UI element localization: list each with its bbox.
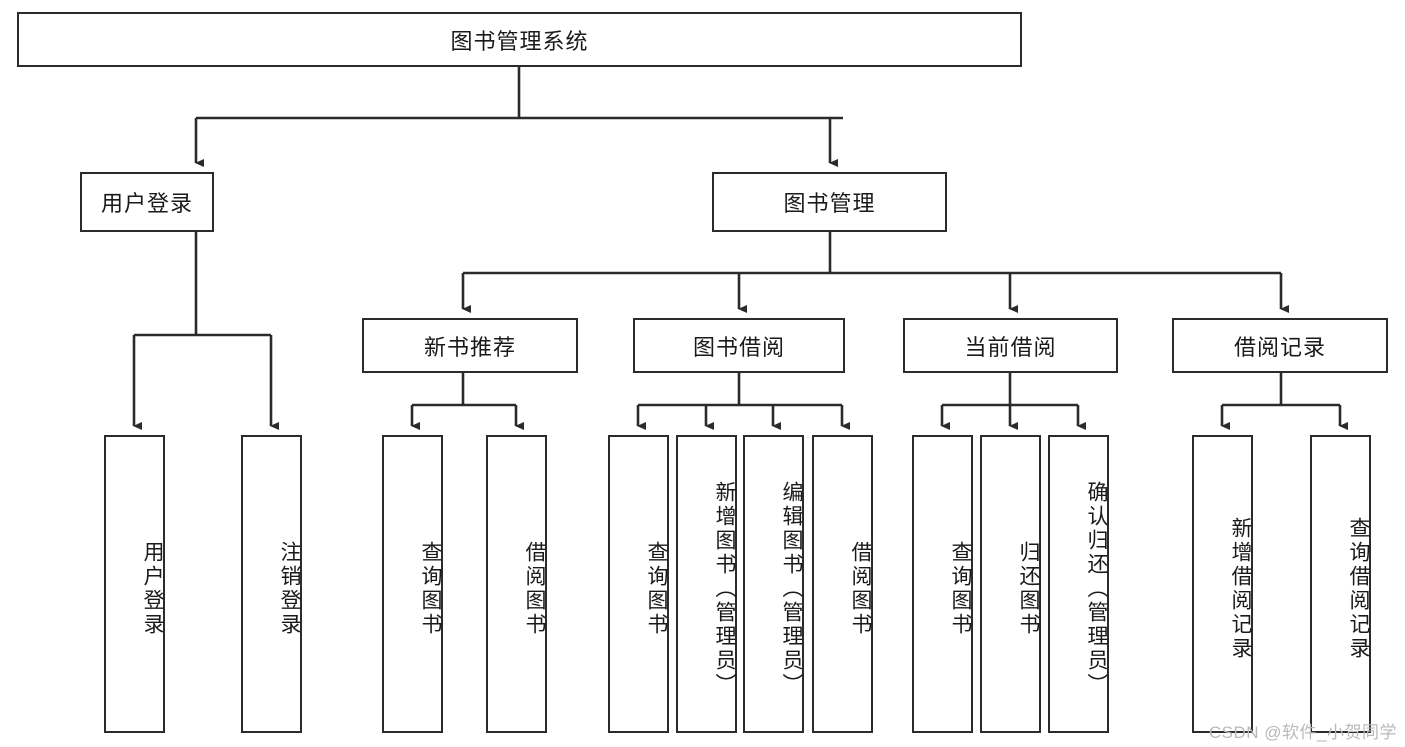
node-leaf-user-login-label: 用户登录 xyxy=(141,541,164,637)
node-book-manage-label: 图书管理 xyxy=(783,191,876,216)
node-leaf-query-record-label: 查询借阅记录 xyxy=(1347,517,1370,661)
node-leaf-confirm-return[interactable]: 确认归还（管理员） xyxy=(1048,435,1109,733)
node-leaf-add-book-label: 新增图书（管理员） xyxy=(713,481,736,697)
node-user-login[interactable]: 用户登录 xyxy=(80,172,214,232)
node-leaf-query-book-3-label: 查询图书 xyxy=(949,541,972,637)
node-borrow-record[interactable]: 借阅记录 xyxy=(1172,318,1388,373)
node-new-book-recommend[interactable]: 新书推荐 xyxy=(362,318,578,373)
node-user-login-label: 用户登录 xyxy=(100,191,193,216)
node-leaf-return-book-label: 归还图书 xyxy=(1017,541,1040,637)
node-leaf-query-book-1-label: 查询图书 xyxy=(419,541,442,637)
node-current-borrow[interactable]: 当前借阅 xyxy=(903,318,1118,373)
node-leaf-add-record[interactable]: 新增借阅记录 xyxy=(1192,435,1253,733)
node-leaf-logout[interactable]: 注销登录 xyxy=(241,435,302,733)
node-leaf-borrow-book-1-label: 借阅图书 xyxy=(523,541,546,637)
node-leaf-user-login[interactable]: 用户登录 xyxy=(104,435,165,733)
node-current-borrow-label: 当前借阅 xyxy=(964,334,1057,360)
node-new-book-recommend-label: 新书推荐 xyxy=(423,334,516,360)
node-root-label: 图书管理系统 xyxy=(450,28,589,54)
node-leaf-borrow-book-2[interactable]: 借阅图书 xyxy=(812,435,873,733)
node-leaf-edit-book[interactable]: 编辑图书（管理员） xyxy=(743,435,804,733)
node-borrow-record-label: 借阅记录 xyxy=(1233,334,1326,360)
node-leaf-confirm-return-label: 确认归还（管理员） xyxy=(1085,481,1108,697)
node-leaf-query-book-2-label: 查询图书 xyxy=(645,541,668,637)
node-book-borrow[interactable]: 图书借阅 xyxy=(633,318,845,373)
node-leaf-add-record-label: 新增借阅记录 xyxy=(1229,517,1252,661)
watermark-text: CSDN @软件_小贺同学 xyxy=(1208,723,1397,742)
node-leaf-query-book-2[interactable]: 查询图书 xyxy=(608,435,669,733)
node-leaf-logout-label: 注销登录 xyxy=(278,541,301,637)
node-leaf-query-book-1[interactable]: 查询图书 xyxy=(382,435,443,733)
node-leaf-borrow-book-1[interactable]: 借阅图书 xyxy=(486,435,547,733)
node-leaf-query-record[interactable]: 查询借阅记录 xyxy=(1310,435,1371,733)
node-root[interactable]: 图书管理系统 xyxy=(17,12,1022,67)
node-leaf-add-book[interactable]: 新增图书（管理员） xyxy=(676,435,737,733)
node-book-manage[interactable]: 图书管理 xyxy=(712,172,947,232)
node-leaf-query-book-3[interactable]: 查询图书 xyxy=(912,435,973,733)
node-leaf-borrow-book-2-label: 借阅图书 xyxy=(849,541,872,637)
node-book-borrow-label: 图书借阅 xyxy=(692,334,785,360)
node-leaf-edit-book-label: 编辑图书（管理员） xyxy=(780,481,803,697)
node-leaf-return-book[interactable]: 归还图书 xyxy=(980,435,1041,733)
